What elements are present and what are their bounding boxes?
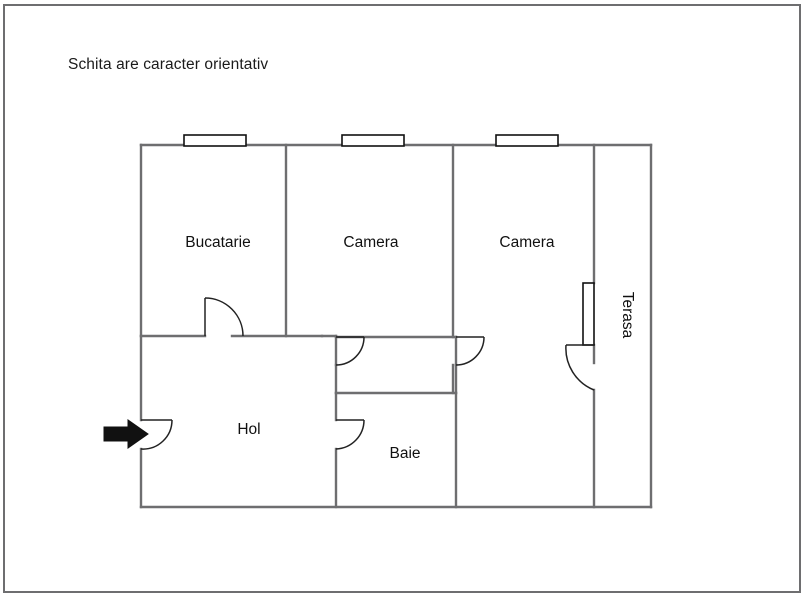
room-label-camera-1: Camera <box>343 234 399 251</box>
door-camera-2-arc <box>455 336 485 366</box>
door-camera-1-arc <box>335 336 365 366</box>
door-entrance <box>140 419 173 450</box>
door-entrance-arc <box>140 419 173 450</box>
entrance-arrow <box>103 419 149 449</box>
disclaimer-note: Schita are caracter orientativ <box>68 56 269 73</box>
door-baie-arc <box>335 419 365 450</box>
door-bucatarie <box>204 297 244 337</box>
door-bucatarie-arc <box>204 297 244 337</box>
window-camera-1 <box>341 134 405 147</box>
room-label-bucatarie: Bucatarie <box>185 234 250 251</box>
door-terasa <box>565 344 595 391</box>
window-bucatarie <box>183 134 247 147</box>
entrance-arrow-shape <box>103 419 149 449</box>
room-label-hol: Hol <box>237 421 260 438</box>
room-label-baie: Baie <box>389 445 420 462</box>
room-label-terasa: Terasa <box>619 292 636 339</box>
door-camera-2 <box>455 336 485 366</box>
door-camera-1 <box>335 336 365 366</box>
window-camera-2 <box>495 134 559 147</box>
room-label-camera-2: Camera <box>499 234 555 251</box>
window-terasa <box>582 282 595 346</box>
door-terasa-arc <box>565 344 595 391</box>
doors-group <box>140 297 595 450</box>
sheet-border <box>3 4 801 593</box>
room-labels-group: Bucatarie Camera Camera Terasa Hol Baie <box>185 234 636 462</box>
door-baie <box>335 419 365 450</box>
